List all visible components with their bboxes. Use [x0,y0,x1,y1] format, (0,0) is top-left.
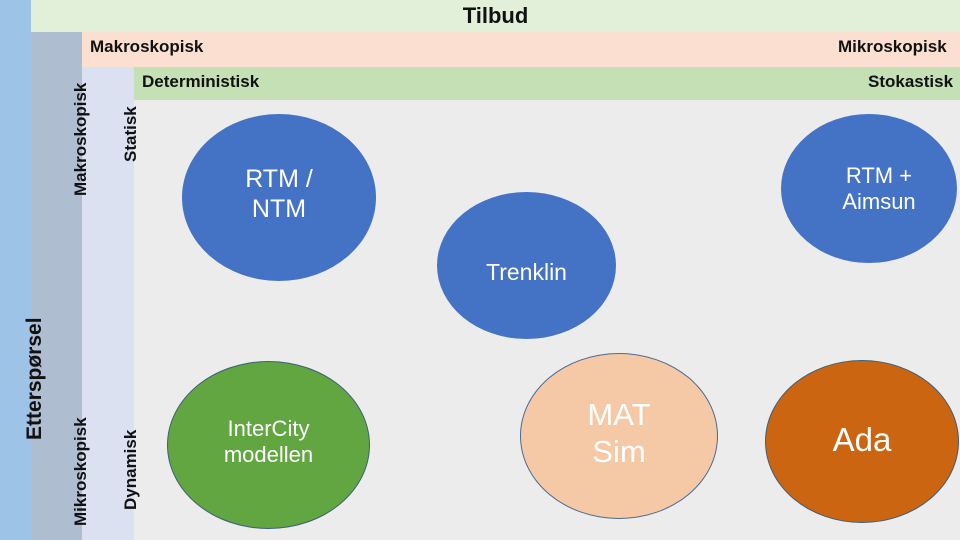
model-label-line1: Ada [832,421,892,459]
model-label-line1: RTM / [245,165,313,193]
demand-scale-band [31,32,82,540]
model-node-rtm-ntm[interactable]: RTM / NTM [182,114,376,281]
model-label-line2: NTM [251,194,307,223]
model-label-line1: RTM + [845,162,913,188]
supply-detail-deterministic-label: Deterministisk [142,72,260,91]
supply-scale-micro-label: Mikroskopisk [838,37,947,56]
model-node-ada[interactable]: Ada [765,360,959,523]
supply-detail-stochastic-label: Stokastisk [868,72,954,91]
model-node-matsim[interactable]: MAT Sim [520,353,718,519]
supply-scale-band [82,32,960,67]
supply-title-band [31,0,960,32]
demand-title-band [0,0,31,540]
model-label-line2: modellen [223,442,314,467]
supply-scale-macro-label: Makroskopisk [90,37,204,56]
model-label-line1: InterCity [227,416,310,442]
model-node-rtm-aimsun[interactable]: RTM + Aimsun [781,114,957,263]
model-node-trenklin[interactable]: Trenklin [437,192,616,339]
model-label-line2: Sim [592,434,646,469]
model-label-line1: Trenklin [486,258,567,285]
demand-scale-micro-label: Mikroskopisk [71,417,90,526]
model-label-line1: MAT [587,397,651,433]
supply-detail-band [134,67,960,100]
demand-time-band [82,67,134,540]
demand-scale-macro-label: Makroskopisk [71,82,90,196]
demand-axis-title: Etterspørsel [23,317,46,440]
demand-time-dynamic-label: Dynamisk [121,429,140,510]
model-label-line2: Aimsun [842,188,916,214]
demand-time-static-label: Statisk [121,106,140,162]
model-node-intercity[interactable]: InterCity modellen [167,361,370,529]
supply-axis-title: Tilbud [462,3,529,28]
